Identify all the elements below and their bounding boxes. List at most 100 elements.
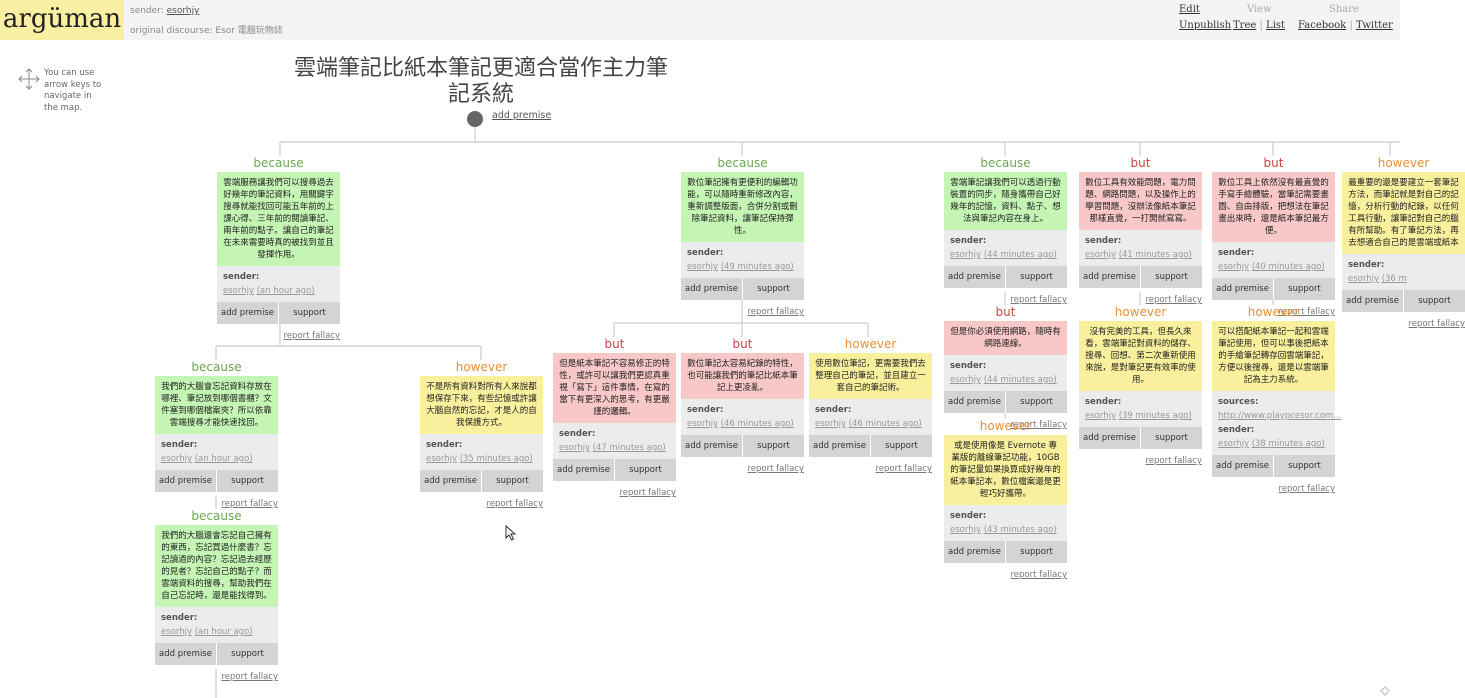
edit-link[interactable]: Edit (1179, 4, 1200, 15)
report-fallacy-link[interactable]: report fallacy (1010, 570, 1068, 580)
premise-card[interactable]: 雲端筆記讓我們可以透過行動裝置的同步，隨身攜帶自己好幾年的記憶，資料、點子、想法… (944, 172, 1067, 305)
support-button[interactable]: support (1288, 284, 1321, 294)
premise-sender-link[interactable]: esorhjy (1218, 439, 1249, 449)
premise-sender-link[interactable]: esorhjy (687, 419, 718, 429)
premise-actions: add premise support (1079, 266, 1202, 288)
report-fallacy-link[interactable]: report fallacy (221, 499, 279, 509)
support-button[interactable]: support (293, 308, 326, 318)
premise-card[interactable]: 沒有完美的工具，但長久來看，雲端筆記對資料的儲存、搜尋、回想、第二次重新使用來說… (1079, 321, 1202, 466)
add-premise-button[interactable]: add premise (159, 649, 212, 659)
add-premise-button[interactable]: add premise (685, 441, 738, 451)
premise-card[interactable]: 數位筆記擁有更便利的編輯功能，可以隨時重新修改內容，重新調整版面，合併分割或刪除… (681, 172, 804, 317)
premise-sender-link[interactable]: esorhjy (950, 375, 981, 385)
add-premise-button[interactable]: add premise (948, 272, 1001, 282)
premise-sender-link[interactable]: esorhjy (1348, 274, 1379, 284)
premise-sender-link[interactable]: esorhjy (1085, 250, 1116, 260)
add-premise-button[interactable]: add premise (557, 465, 610, 475)
add-premise-button[interactable]: add premise (159, 476, 212, 486)
support-button[interactable]: support (1155, 272, 1188, 282)
report-fallacy-link[interactable]: report fallacy (221, 672, 279, 682)
premise-card[interactable]: 可以搭配紙本筆記一起和雲端筆記使用，但可以事後把紙本的手繪筆記轉存回雲端筆記，方… (1212, 321, 1341, 494)
report-fallacy-link[interactable]: report fallacy (747, 307, 805, 317)
support-button[interactable]: support (1288, 461, 1321, 471)
premise-card[interactable]: 最重要的還是要建立一套筆記方法，而筆記就是對自己的記憶，分析行動的紀錄，以任何工… (1342, 172, 1465, 329)
add-premise-button[interactable]: add premise (1083, 272, 1136, 282)
support-button[interactable]: support (885, 441, 918, 451)
report-fallacy-link[interactable]: report fallacy (875, 464, 933, 474)
premise-card[interactable]: 使用數位筆記，更需要我們去整理自己的筆記，並且建立一套自己的筆記術。sender… (809, 353, 932, 474)
action-divider (1005, 541, 1006, 563)
twitter-share-link[interactable]: Twitter (1356, 20, 1393, 31)
report-fallacy-link[interactable]: report fallacy (1408, 319, 1465, 329)
facebook-share-link[interactable]: Facebook (1298, 20, 1347, 31)
add-premise-button[interactable]: add premise (1346, 296, 1399, 306)
premise-card[interactable]: 但是你必須使用網路，隨時有網路連線。sender:esorhjy (44 min… (944, 321, 1067, 430)
add-premise-button[interactable]: add premise (1083, 433, 1136, 443)
support-button[interactable]: support (231, 476, 264, 486)
action-divider (1273, 455, 1274, 477)
premise-source-info: sender:esorhjy (an hour ago) (155, 434, 278, 470)
premise-time: (43 minutes ago) (983, 525, 1057, 535)
add-premise-button[interactable]: add premise (813, 441, 866, 451)
support-button[interactable]: support (496, 476, 529, 486)
report-fallacy-link[interactable]: report fallacy (1145, 295, 1203, 305)
source-link[interactable]: http://www.playpcesor.com... (1218, 411, 1342, 421)
premise-sender-link[interactable]: esorhjy (223, 286, 254, 296)
report-fallacy-link[interactable]: report fallacy (1010, 420, 1068, 430)
add-premise-button[interactable]: add premise (948, 547, 1001, 557)
premise-sender-link[interactable]: esorhjy (426, 454, 457, 464)
support-button[interactable]: support (1020, 547, 1053, 557)
discourse-name[interactable]: Esor 電腦玩物誌 (215, 26, 283, 36)
premise-sender-link[interactable]: esorhjy (161, 454, 192, 464)
add-premise-button[interactable]: add premise (424, 476, 477, 486)
premise-sender-link[interactable]: esorhjy (950, 250, 981, 260)
support-button[interactable]: support (1418, 296, 1451, 306)
premise-sender-link[interactable]: esorhjy (950, 525, 981, 535)
premise-sender-link[interactable]: esorhjy (1085, 411, 1116, 421)
premise-card[interactable]: 數位工具有效能問題，電力問題、網路問題，以及操作上的學習問題，沒辦法像紙本筆記那… (1079, 172, 1202, 305)
support-button[interactable]: support (1020, 272, 1053, 282)
add-premise-button[interactable]: add premise (685, 284, 738, 294)
premise-sender-link[interactable]: esorhjy (559, 443, 590, 453)
premise-card[interactable]: 我們的大腦會忘記資料存放在哪裡、筆記放到哪個書櫃？文件塞到哪個檔案夾？所以依靠雲… (155, 376, 278, 509)
list-view-link[interactable]: List (1266, 20, 1286, 31)
report-fallacy-link[interactable]: report fallacy (619, 488, 677, 498)
premise-sender-link[interactable]: esorhjy (687, 262, 718, 272)
report-fallacy-link[interactable]: report fallacy (747, 464, 805, 474)
sender-name-link[interactable]: esorhjy (166, 6, 200, 16)
premise-card[interactable]: 不是所有資料對所有人來說都想保存下來，有些記憶或許讓大腦自然的忘記，才是人的自我… (420, 376, 543, 509)
premise-card[interactable]: 數位工具上依然沒有最直覺的手寫手繪體驗，當筆記需要畫圖、自由排版，把想法在筆記畫… (1212, 172, 1335, 317)
support-button[interactable]: support (1020, 397, 1053, 407)
premise-card[interactable]: 我們的大腦還會忘記自己擁有的東西，忘記買過什麼書？忘記讀過的內容？忘記過去經歷的… (155, 525, 278, 682)
support-button[interactable]: support (629, 465, 662, 475)
support-button[interactable]: support (757, 284, 790, 294)
report-fallacy-link[interactable]: report fallacy (283, 331, 341, 341)
support-button[interactable]: support (1155, 433, 1188, 443)
support-button[interactable]: support (757, 441, 790, 451)
add-premise-button[interactable]: add premise (1216, 284, 1269, 294)
premise-sender-link[interactable]: esorhjy (815, 419, 846, 429)
unpublish-link[interactable]: Unpublish (1179, 20, 1232, 31)
app-logo[interactable]: argüman (0, 0, 124, 40)
report-fallacy-link[interactable]: report fallacy (1010, 295, 1068, 305)
premise-source-info: sender:esorhjy (an hour ago) (217, 266, 340, 302)
add-premise-button[interactable]: add premise (948, 397, 1001, 407)
mouse-cursor-icon (505, 524, 517, 541)
premise-source-info: sources:http://www.playpcesor.com...send… (1212, 391, 1341, 455)
report-fallacy-link[interactable]: report fallacy (486, 499, 544, 509)
premise-card[interactable]: 但是紙本筆記不容易修正的特性，或許可以讓我們更認真重視「寫下」這件事情，在寫的當… (553, 353, 676, 498)
premise-sender-link[interactable]: esorhjy (1218, 262, 1249, 272)
tree-view-link[interactable]: Tree (1233, 20, 1257, 31)
premise-sender-link[interactable]: esorhjy (161, 627, 192, 637)
support-button[interactable]: support (231, 649, 264, 659)
add-premise-button[interactable]: add premise (1216, 461, 1269, 471)
report-fallacy-link[interactable]: report fallacy (1278, 484, 1336, 494)
root-node-dot[interactable] (467, 111, 483, 127)
premise-card[interactable]: 或是使用像是 Evernote 專業版的離線筆記功能，10GB 的筆記量如果換算… (944, 435, 1067, 580)
root-add-premise-link[interactable]: add premise (492, 110, 552, 121)
premise-card[interactable]: 雲端服務讓我們可以搜尋過去好幾年的筆記資料，用關鍵字搜尋就能找回可能五年前的上課… (217, 172, 340, 341)
premise-card[interactable]: 數位筆記太容易紀錄的特性，也可能讓我們的筆記比紙本筆記上更凌亂。sender:e… (681, 353, 804, 474)
report-fallacy-link[interactable]: report fallacy (1145, 456, 1203, 466)
add-premise-button[interactable]: add premise (221, 308, 274, 318)
report-fallacy-link[interactable]: report fallacy (1278, 307, 1336, 317)
